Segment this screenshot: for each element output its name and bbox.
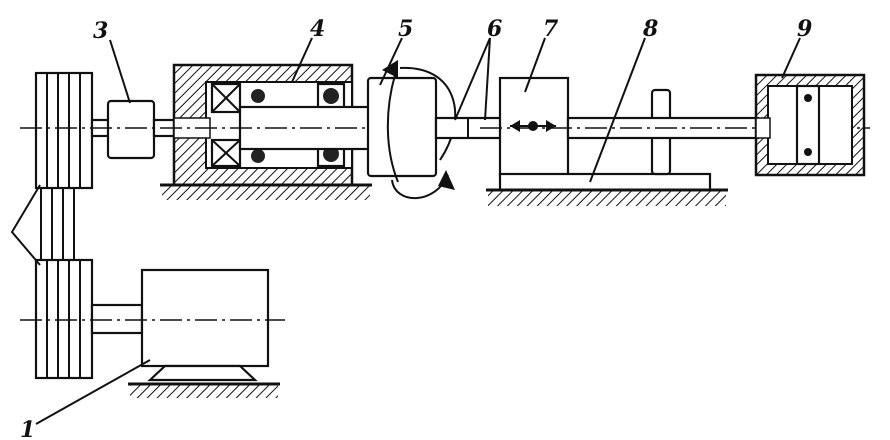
leader-lines — [35, 37, 801, 425]
support-post — [480, 88, 870, 176]
rotating-disc — [366, 60, 457, 200]
label-8: 8 — [642, 16, 658, 42]
loading-actuator — [498, 76, 570, 178]
label-6: 6 — [487, 16, 502, 42]
part-labels: 3 4 5 6 7 8 9 1 — [20, 16, 812, 440]
bearing-housing — [20, 63, 470, 200]
label-7: 7 — [543, 16, 559, 42]
label-1: 1 — [20, 417, 35, 440]
label-3: 3 — [93, 18, 108, 44]
coupling — [90, 99, 178, 160]
slide-base — [486, 172, 728, 206]
motor — [20, 268, 285, 398]
label-5: 5 — [398, 16, 413, 42]
belt-pulleys — [10, 71, 94, 380]
label-4: 4 — [310, 16, 325, 42]
hydraulic-cylinder — [754, 73, 866, 177]
label-9: 9 — [797, 16, 812, 42]
